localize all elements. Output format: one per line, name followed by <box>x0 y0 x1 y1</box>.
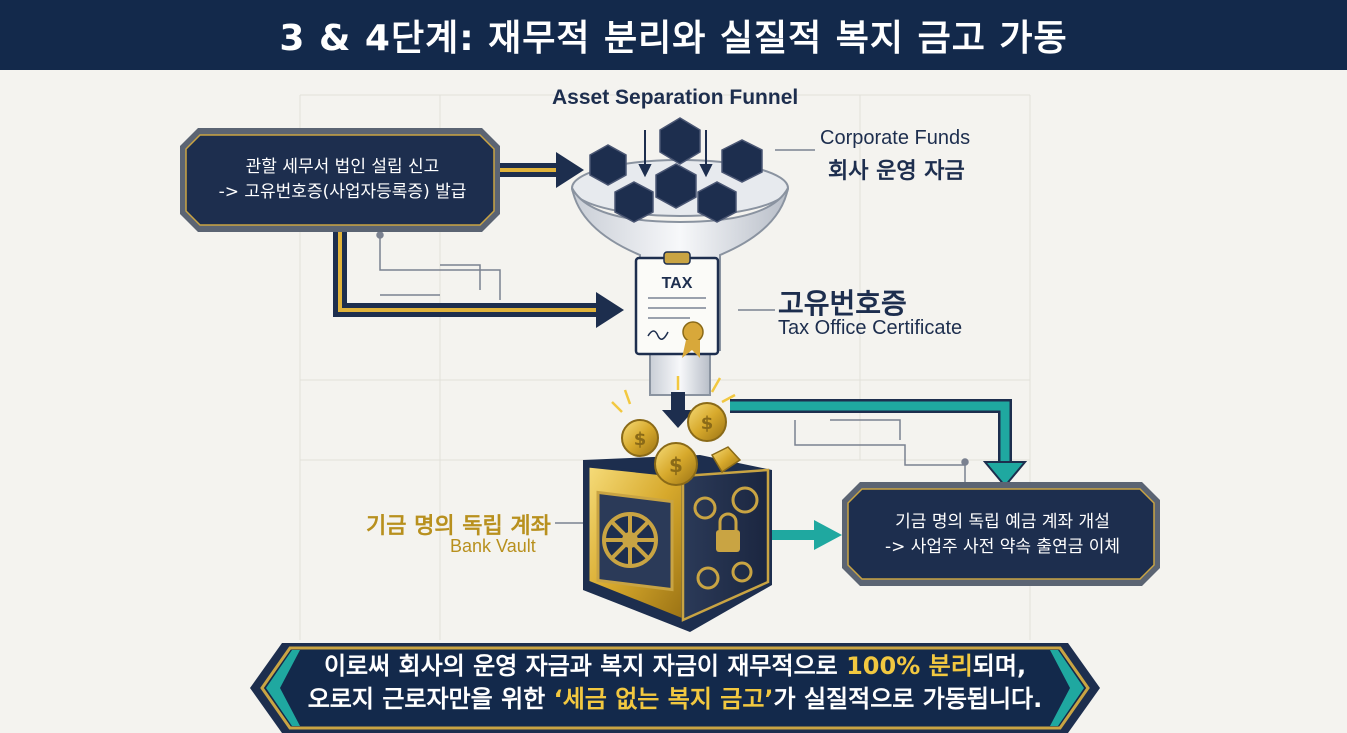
gold-coins: $ $ $ <box>611 376 742 486</box>
svg-text:$: $ <box>634 429 647 450</box>
cube-flow-arrows <box>638 130 713 178</box>
corporate-funds-en: Corporate Funds <box>820 127 971 149</box>
svg-text:$: $ <box>669 453 683 477</box>
banner-line2-highlight: ‘세금 없는 복지 금고’ <box>553 685 774 713</box>
arrow-to-vault <box>662 392 694 428</box>
circuit-lines <box>376 149 969 524</box>
tax-doc-label: TAX <box>662 275 693 292</box>
step-box-2-line1: 기금 명의 독립 예금 계좌 개설 <box>895 512 1110 532</box>
step-box-1: 관할 세무서 법인 설립 신고 -> 고유번호증(사업자등록증) 발급 <box>205 155 480 205</box>
arrow-to-certificate <box>333 220 624 328</box>
arrow-to-account <box>730 399 1028 488</box>
arrow-vault-to-account <box>772 520 842 550</box>
banner-line1-text-a: 이로써 회사의 운영 자금과 복지 자금이 재무적으로 <box>323 652 847 680</box>
title-bar: 3 & 4단계: 재무적 분리와 실질적 복지 금고 가동 <box>0 0 1347 70</box>
banner-line-1: 이로써 회사의 운영 자금과 복지 자금이 재무적으로 100% 분리되며, <box>300 650 1050 683</box>
certificate-en: Tax Office Certificate <box>778 317 963 339</box>
corporate-funds-ko: 회사 운영 자금 <box>828 159 965 184</box>
banner-line-2: 오로지 근로자만을 위한 ‘세금 없는 복지 금고’가 실질적으로 가동됩니다. <box>300 683 1050 716</box>
certificate-ko: 고유번호증 <box>778 287 907 320</box>
svg-text:$: $ <box>701 413 714 434</box>
banner-line1-text-b: 되며, <box>972 652 1027 680</box>
step-box-1-frame <box>180 128 500 232</box>
vault-en: Bank Vault <box>450 536 536 556</box>
vault-ko: 기금 명의 독립 계좌 <box>366 514 551 539</box>
step-box-1-line1: 관할 세무서 법인 설립 신고 <box>245 157 440 177</box>
banner-line1-highlight: 100% 분리 <box>846 652 973 680</box>
step-box-2: 기금 명의 독립 예금 계좌 개설 -> 사업주 사전 약속 출연금 이체 <box>860 510 1145 560</box>
arrow-to-funnel <box>490 152 584 188</box>
banner-line2-text-b: 가 실질적으로 가동됩니다. <box>773 685 1043 713</box>
fund-cubes <box>589 117 763 223</box>
step-box-1-line2: -> 고유번호증(사업자등록증) 발급 <box>218 182 467 202</box>
bottom-banner-frame <box>250 643 1100 733</box>
funnel-title: Asset Separation Funnel <box>552 86 799 109</box>
vault <box>583 455 772 632</box>
step-box-2-frame <box>842 482 1160 586</box>
step-box-2-line2: -> 사업주 사전 약속 출연금 이체 <box>884 537 1121 557</box>
bottom-banner: 이로써 회사의 운영 자금과 복지 자금이 재무적으로 100% 분리되며, 오… <box>300 650 1050 716</box>
page-title: 3 & 4단계: 재무적 분리와 실질적 복지 금고 가동 <box>279 18 1068 59</box>
tax-certificate: TAX <box>634 251 720 358</box>
banner-line2-text-a: 오로지 근로자만을 위한 <box>307 685 554 713</box>
